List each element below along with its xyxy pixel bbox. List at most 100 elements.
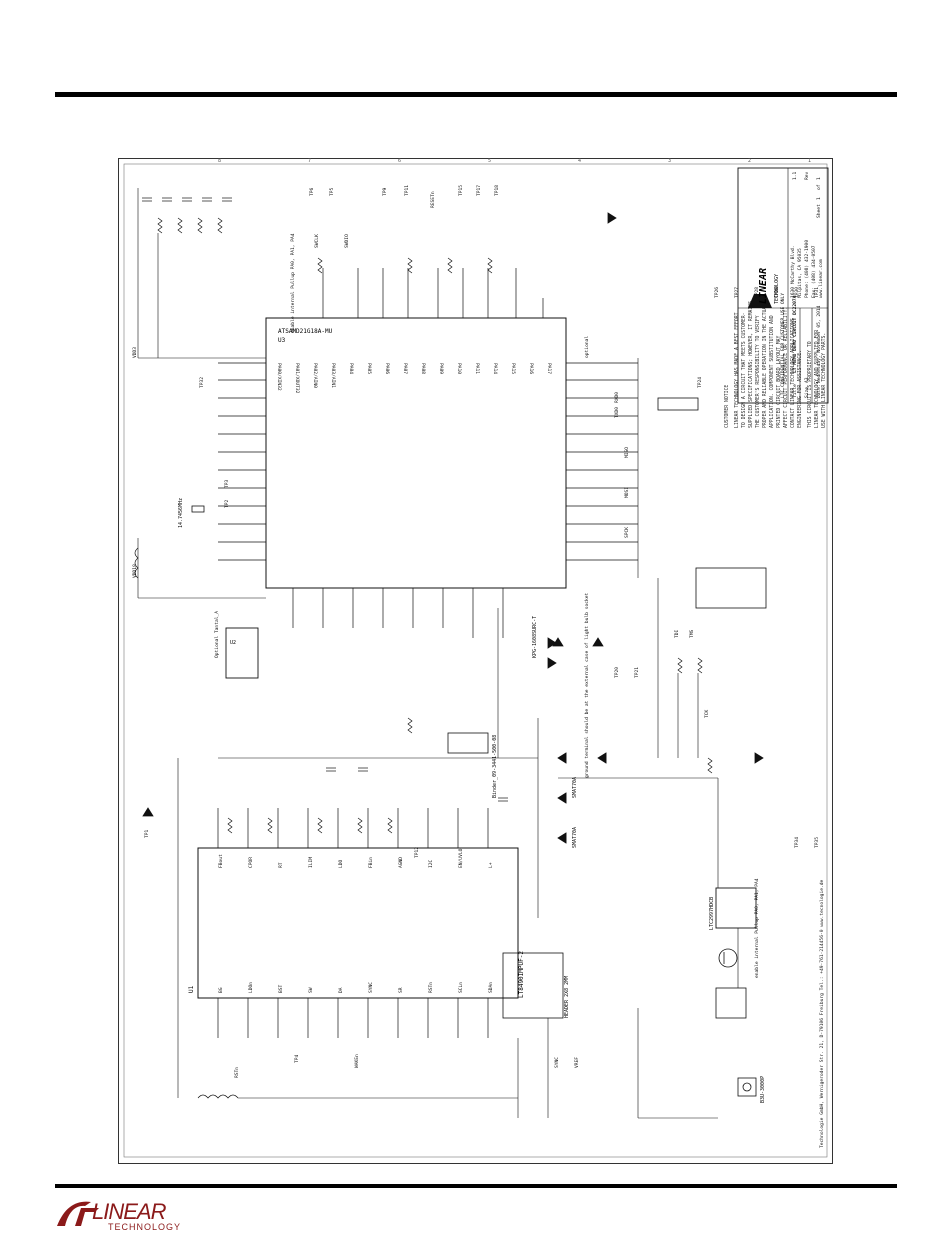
leds — [547, 212, 617, 669]
linear-logo-icon — [57, 1201, 99, 1226]
pin-label: PA02/AIN0 — [312, 363, 318, 388]
net-label: MISO — [624, 447, 630, 458]
tb-company-sub: TECHNOLOGY — [774, 274, 780, 304]
u3-part-label: ATSAMD21G18A-MU — [278, 328, 333, 335]
d4-label: SMAT70A — [572, 777, 578, 798]
testpoint-labels: TP6 TP5 TP9 TP11 TP15 TP17 TP18 TP32 TP3… — [144, 185, 820, 1063]
tp-label: TP28 — [754, 287, 760, 298]
header-j4 — [502, 952, 564, 1019]
pin-label: SYNC — [368, 982, 374, 993]
net-label: RESETn — [430, 191, 436, 208]
pin-label: PA05 — [366, 363, 372, 374]
grid-mark: 3 — [668, 158, 671, 164]
tb-rev-label: Rev — [804, 171, 810, 180]
ic-u1: LT8490IMPUF-2 U1 — [188, 808, 525, 1038]
wires — [137, 188, 739, 1119]
tb-confidential: LTC CONFIDENTIAL FOR CUSTOMER USE ONLY — [780, 293, 786, 398]
tb-address: 1630 McCarthy Blvd. — [790, 245, 796, 298]
connectors — [447, 397, 767, 1019]
top-rule — [55, 92, 897, 97]
footer-logo-sub: TECHNOLOGY — [108, 1222, 182, 1232]
net-label: SWCLK — [314, 234, 320, 248]
tp-label: TP26 — [714, 287, 720, 298]
tp-label: TP20 — [614, 667, 620, 678]
u1-pin-labels: BG LDOn BST SW DA SYNC SR RSTn SCLn SDAn… — [218, 848, 494, 993]
pin-label: CPOR — [248, 857, 254, 868]
notice-line: LINEAR TECHNOLOGY HAS MADE A BEST EFFORT — [734, 312, 740, 428]
tb-date-value: Wednesday, November 05, 2014 — [816, 305, 822, 383]
footer-logo-text: LINEAR — [92, 1199, 166, 1224]
sw1-label: B3U-3000P — [760, 1076, 766, 1103]
tp-label: TP9 — [382, 187, 388, 196]
tb-address: www.linear.com — [818, 259, 824, 298]
pin-label: L+ — [488, 862, 494, 868]
ic-u2: U2 — [225, 627, 259, 679]
note-optional: optional — [584, 336, 590, 358]
ic-u4: LTC2997HDCB — [709, 887, 757, 930]
pin-label: PA03/AIN1 — [330, 363, 336, 388]
net-label: VDD3 — [132, 347, 138, 358]
net-label: RSTn — [234, 1067, 240, 1078]
grid-mark: 7 — [308, 158, 311, 164]
grid-mark: 8 — [218, 158, 221, 164]
pin-label: PA01/XOUT32 — [294, 363, 300, 394]
customer-notice: CUSTOMER NOTICE LINEAR TECHNOLOGY HAS MA… — [724, 301, 827, 428]
pin-label: RT — [278, 862, 284, 868]
tp-label: TP30 — [794, 287, 800, 298]
u1-part-label: LT8490IMPUF-2 — [518, 951, 525, 998]
notice-line: AFFECT CIRCUIT PERFORMANCE OR RELIABILIT… — [783, 307, 789, 428]
pin-label: LDOn — [248, 982, 254, 993]
pin-label: PA17 — [546, 363, 552, 374]
pin-label: RSTn — [428, 982, 434, 993]
grid-mark: 2 — [748, 158, 751, 164]
pin-label: SCLn — [458, 982, 464, 993]
pin-label: AGND — [398, 857, 404, 868]
pin-label: PA00/XIN32 — [276, 363, 282, 391]
pin-label: PA10 — [456, 363, 462, 374]
bottom-rule — [55, 1184, 897, 1188]
pin-label: PA08 — [420, 363, 426, 374]
notice-line: CONTACT LINEAR TECHNOLOGY APPLICATIONS — [790, 318, 796, 428]
tp-label: TP27 — [734, 287, 740, 298]
pin-label: PA14 — [492, 363, 498, 374]
pin-label: ILIM — [308, 857, 314, 868]
notice-line: PRINTED CIRCUIT BOARD LAYOUT MAY — [776, 335, 782, 428]
pin-label: BST — [278, 984, 284, 993]
pin-label: PA15 — [510, 363, 516, 374]
pin-label: FBin — [368, 857, 374, 868]
passives — [134, 197, 713, 1099]
notice-line: THIS CIRCUIT IS PROPRIETARY TO — [807, 341, 813, 428]
net-label: VREF — [574, 1057, 580, 1068]
pin-label: PA11 — [474, 363, 480, 374]
binder-j2 — [447, 732, 489, 754]
tb-title-label: Title — [792, 384, 798, 398]
net-label: TMS — [689, 629, 695, 638]
tb-size-value: A3 — [804, 377, 810, 383]
tp-label: TP15 — [458, 185, 464, 196]
pin-label: I2C — [428, 859, 434, 868]
u2-ref-label: U2 — [230, 640, 236, 646]
header-j6 — [715, 987, 747, 1019]
note-ground: ground terminal should be at the externa… — [584, 592, 590, 778]
note-jumper: enable internal Pullup PA0, PA1, PA4 — [754, 878, 760, 978]
u4-part-label: LTC2997HDCB — [709, 897, 715, 930]
tp-label: TP12 — [414, 847, 420, 858]
net-label: SPCK — [624, 527, 630, 538]
tp-label: TP1 — [144, 829, 150, 838]
net-label: VDD18 — [132, 564, 138, 578]
switch-sw1 — [737, 1077, 757, 1097]
tp-label: TP5 — [329, 187, 335, 196]
tp-label: TP4 — [294, 1054, 300, 1063]
pin-label: SR — [398, 987, 404, 993]
notice-line: USE WITH LINEAR TECHNOLOGY PARTS. — [821, 333, 827, 428]
tp-label: TP34 — [794, 837, 800, 848]
grid-mark: 4 — [578, 158, 581, 164]
header-j3 — [657, 397, 699, 411]
net-label: TDI — [674, 629, 680, 638]
crystal-x1 — [191, 505, 205, 513]
net-label: SWDIO — [344, 234, 350, 248]
tp-label: TP17 — [476, 185, 482, 196]
tp-label: TP11 — [404, 185, 410, 196]
notice-line: THE CUSTOMER'S RESPONSIBILITY TO VERIFY — [755, 315, 761, 428]
grid-mark: 5 — [488, 158, 491, 164]
